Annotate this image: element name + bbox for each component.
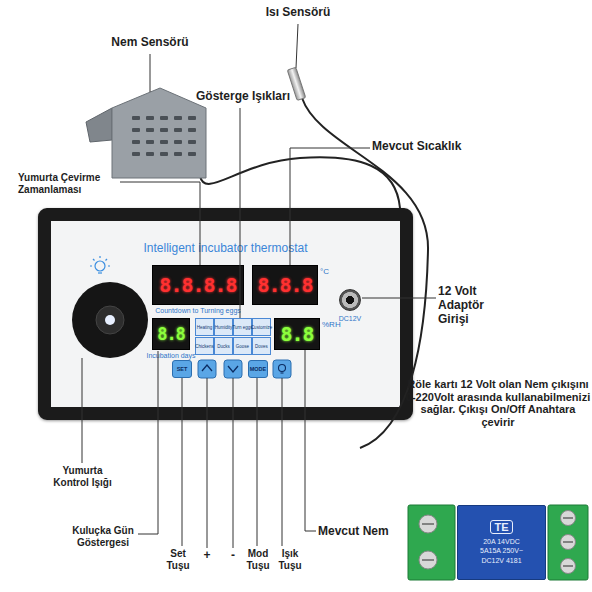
screw-slot bbox=[563, 565, 573, 567]
button-label: SET bbox=[177, 366, 188, 372]
vent bbox=[188, 152, 196, 156]
callout-label: Gösterge Işıkları bbox=[180, 90, 306, 104]
display-digits: 8.8.8 bbox=[257, 273, 312, 297]
vent bbox=[188, 128, 196, 132]
display-digits: 8.8 bbox=[157, 324, 185, 344]
button-label: MODE bbox=[250, 366, 267, 372]
indicator-label: Turn eggs bbox=[232, 325, 252, 330]
vent bbox=[160, 116, 168, 120]
turning-display: 8.8.8.8Countdown to Turning eggs bbox=[152, 265, 244, 305]
vent bbox=[188, 140, 196, 144]
sensor-vents bbox=[132, 116, 196, 156]
display-digits: 8.8.8.8 bbox=[159, 273, 236, 297]
callout-label: Yumurta Kontrol Işığı bbox=[45, 465, 120, 488]
callout-label: 12 Volt Adaptör Girişi bbox=[438, 285, 500, 326]
terminal-screw bbox=[561, 559, 576, 574]
leader-line bbox=[150, 54, 151, 92]
terminal-block bbox=[548, 505, 588, 580]
humidity-sensor bbox=[112, 88, 206, 178]
temperature-display: 8.8.8°C bbox=[252, 265, 318, 305]
callout-label: Mevcut Sıcaklık bbox=[372, 140, 484, 154]
vent bbox=[174, 128, 182, 132]
days-display: 8.8Incubation days bbox=[152, 318, 190, 350]
vent bbox=[160, 152, 168, 156]
indicator-label: Humidity bbox=[215, 325, 233, 330]
indicator-light: Doves bbox=[252, 337, 271, 355]
screw-slot bbox=[563, 517, 573, 519]
relay-rating: 20A 14VDC bbox=[483, 537, 520, 546]
display-caption: Incubation days bbox=[141, 352, 201, 359]
vent bbox=[132, 128, 140, 132]
vent bbox=[174, 152, 182, 156]
vent bbox=[160, 140, 168, 144]
screw-slot bbox=[563, 541, 573, 543]
terminal-screw bbox=[419, 551, 437, 569]
callout-label: Isı Sensörü bbox=[250, 6, 346, 20]
vent bbox=[132, 152, 140, 156]
indicator-light: Humidity bbox=[214, 318, 233, 336]
vent bbox=[146, 140, 154, 144]
sensor-wire bbox=[200, 157, 400, 208]
vent bbox=[132, 140, 140, 144]
callout-label: Işık Tuşu bbox=[274, 548, 306, 571]
relay-brand: TE bbox=[490, 520, 512, 534]
vent bbox=[160, 128, 168, 132]
terminal-block bbox=[408, 505, 455, 580]
vent bbox=[174, 116, 182, 120]
callout-label: Yumurta Çevirme Zamanlaması bbox=[18, 172, 118, 195]
callout-label: + bbox=[201, 549, 213, 563]
vent bbox=[188, 116, 196, 120]
indicator-light: Ducks bbox=[214, 337, 233, 355]
device-title: Intelligent incubator thermostat bbox=[51, 241, 400, 255]
vent bbox=[146, 128, 154, 132]
terminal-screw bbox=[561, 535, 576, 550]
indicator-label: Ducks bbox=[217, 344, 230, 349]
vent bbox=[132, 116, 140, 120]
temperature-probe bbox=[287, 67, 305, 100]
indicator-label: Chickens bbox=[195, 344, 214, 349]
jack-label: DC12V bbox=[326, 315, 374, 322]
indicator-label: Heating bbox=[197, 325, 213, 330]
unit-label: %RH bbox=[322, 320, 341, 329]
humidity-display: 8.8%RH bbox=[274, 318, 320, 350]
terminal-screw bbox=[419, 515, 437, 533]
display-caption: Countdown to Turning eggs bbox=[141, 307, 255, 314]
relay-rating: 5A15A 250V~ bbox=[480, 546, 523, 555]
callout-label: Mevcut Nem bbox=[318, 525, 404, 539]
indicator-light: Heating bbox=[195, 318, 214, 336]
unit-label: °C bbox=[320, 267, 329, 276]
vent bbox=[174, 140, 182, 144]
vent bbox=[146, 152, 154, 156]
power-jack: DC12V bbox=[339, 289, 361, 311]
indicator-light: Chickens bbox=[195, 337, 214, 355]
callout-label: Röle kartı 12 Volt olan Nem çıkışını 0-2… bbox=[405, 378, 591, 429]
callout-label: Mod Tuşu bbox=[243, 548, 273, 571]
leader-line bbox=[296, 24, 298, 68]
indicator-light: Customize bbox=[252, 318, 271, 336]
indicator-label: Doves bbox=[255, 344, 268, 349]
terminal-screw bbox=[561, 511, 576, 526]
indicator-light: Goose bbox=[233, 337, 252, 355]
thermostat-panel: Intelligent incubator thermostat8.8.8.8C… bbox=[38, 208, 413, 420]
screw-slot bbox=[422, 523, 434, 525]
callout-label: Set Tuşu bbox=[162, 548, 194, 571]
mode-button: MODE bbox=[248, 360, 268, 378]
sensor-tab bbox=[86, 108, 112, 142]
callout-label: Nem Sensörü bbox=[95, 36, 205, 50]
vent bbox=[146, 116, 154, 120]
indicator-label: Customize bbox=[251, 325, 272, 330]
indicator-label: Goose bbox=[236, 344, 249, 349]
relay-rating: DC12V 4181 bbox=[481, 556, 521, 565]
callout-label: - bbox=[227, 549, 239, 563]
indicator-light: Turn eggs bbox=[233, 318, 252, 336]
set-button: SET bbox=[172, 360, 192, 378]
display-digits: 8.8 bbox=[280, 322, 313, 346]
screw-slot bbox=[422, 559, 434, 561]
callout-label: Kuluçka Gün Göstergesi bbox=[68, 525, 138, 548]
relay-module: TE 20A 14VDC5A15A 250V~DC12V 4181 bbox=[457, 505, 546, 580]
